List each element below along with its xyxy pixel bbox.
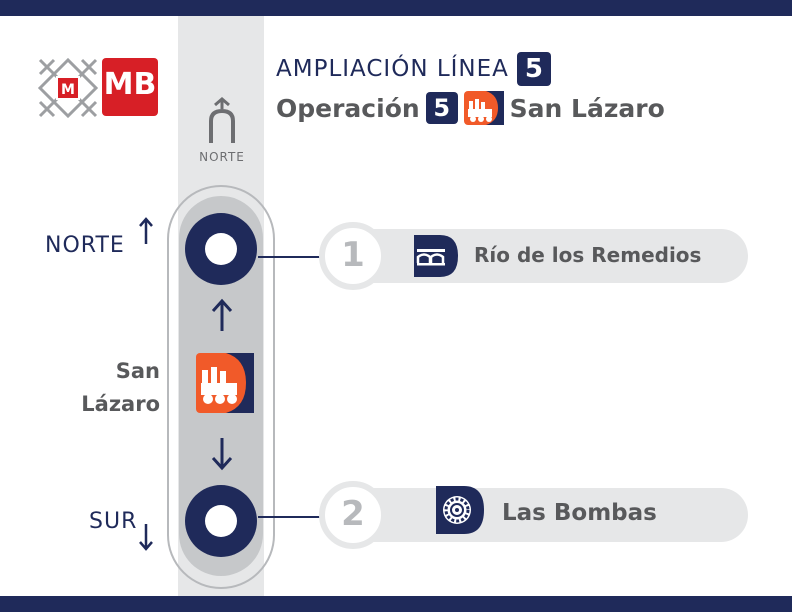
title-operacion: Operación (276, 93, 420, 123)
san-lazaro-train-icon (463, 91, 504, 125)
station-2-marker[interactable] (185, 485, 257, 557)
arrow-down-icon (211, 438, 233, 471)
title-san-lazaro: San Lázaro (509, 93, 665, 123)
north-arrow-icon (209, 97, 235, 143)
station-2-number-ring (319, 481, 387, 549)
south-direction-arrow-icon (139, 524, 153, 551)
station-1-number: 1 (341, 235, 365, 275)
north-direction-arrow-icon (139, 217, 153, 244)
title-line1: AMPLIACIÓN LÍNEA 5 (276, 52, 551, 86)
metro-logo-letter: M (61, 82, 75, 98)
current-station-name-line1: San (115, 359, 160, 383)
current-station-name: San Lázaro (60, 355, 160, 421)
track-north-label: NORTE (199, 150, 245, 164)
pump-gear-icon (436, 486, 484, 534)
san-lazaro-station-icon (196, 353, 254, 413)
station-1-marker[interactable] (185, 213, 257, 285)
station-2-name: Las Bombas (502, 500, 657, 526)
title-ampliacion: AMPLIACIÓN LÍNEA (276, 56, 509, 82)
line-5-badge-small: 5 (425, 92, 458, 124)
station-2-leader-line (258, 516, 326, 518)
current-station-name-line2: Lázaro (81, 392, 160, 416)
station-2-pill[interactable] (330, 488, 748, 542)
station-1-leader-line (258, 256, 326, 258)
top-bar (0, 0, 792, 16)
station-1-pill[interactable] (330, 229, 748, 283)
title-line2: Operación 5 San Lázaro (276, 90, 665, 126)
line-5-badge: 5 (516, 52, 551, 86)
south-direction-label: SUR (89, 509, 138, 534)
metrobus-logo-text: MB (103, 67, 157, 102)
station-1-number-ring (319, 222, 387, 290)
station-1-name: Río de los Remedios (474, 243, 702, 267)
metro-logo-icon: M (38, 58, 98, 118)
route-capsule-outline (167, 185, 275, 589)
north-direction-label: NORTE (45, 233, 125, 258)
metrobus-logo: MB (102, 58, 158, 116)
bridge-icon (414, 235, 458, 277)
arrow-up-icon (211, 298, 233, 331)
station-2-number: 2 (341, 494, 365, 534)
bottom-bar (0, 596, 792, 612)
